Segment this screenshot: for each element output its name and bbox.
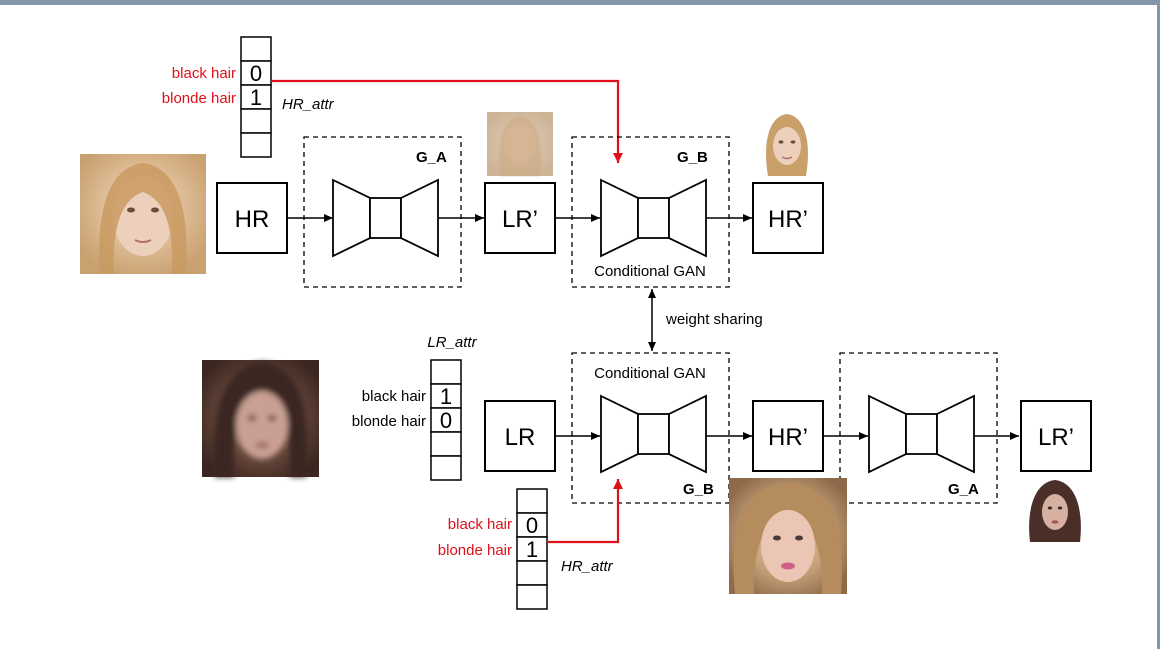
bottom-ga-generator-icon <box>868 394 975 474</box>
bottom-ga-label: G_A <box>948 481 979 498</box>
hr-attr-bottom-black-value: 0 <box>526 513 538 538</box>
right-frame-bar <box>1157 0 1160 649</box>
bottom-black-hair-label: black hair <box>362 388 426 405</box>
top-lr-prime-box <box>484 182 556 254</box>
top-hr-prime-box <box>752 182 824 254</box>
lr-attr-blonde-value: 0 <box>440 408 452 433</box>
top-gb-label: G_B <box>677 149 708 166</box>
bottom-lr-label: LR <box>505 424 536 451</box>
bottom-cgan-label: Conditional GAN <box>594 365 706 382</box>
lr-attr-black-value: 1 <box>440 384 452 409</box>
top-hr-attr-label: HR_attr <box>282 96 335 113</box>
weight-sharing-label: weight sharing <box>665 311 763 328</box>
top-cgan-label: Conditional GAN <box>594 263 706 280</box>
bottom-gb-generator-icon <box>600 394 707 474</box>
small-dark-hair-face-photo <box>1023 478 1087 542</box>
bottom-lr-box <box>484 400 556 472</box>
bottom-blonde-hair-label: blonde hair <box>352 413 426 430</box>
top-ga-generator-icon <box>332 178 439 258</box>
bottom-hr-prime-box <box>752 400 824 472</box>
small-blonde-face-photo <box>755 112 819 176</box>
hr-attr-vector-top: 0 1 <box>240 36 272 158</box>
bottom-gb-label: G_B <box>683 481 714 498</box>
hr-attr-top-black-value: 0 <box>250 61 262 86</box>
top-attr-arrow <box>271 79 623 163</box>
lr-attr-vector: 1 0 <box>430 359 462 481</box>
bottom-attr-arrow <box>547 479 623 544</box>
bottom-hr-prime-label: HR’ <box>768 424 808 451</box>
lr-attr-label: LR_attr <box>427 334 477 351</box>
curly-blonde-face-photo <box>729 478 847 594</box>
bottom-attr-black-hair-label: black hair <box>448 516 512 533</box>
top-hr-label: HR <box>235 206 270 233</box>
top-hr-prime-label: HR’ <box>768 206 808 233</box>
hr-attr-bottom-blonde-value: 1 <box>526 537 538 562</box>
hr-attr-top-blonde-value: 1 <box>250 85 262 110</box>
bottom-hr-attr-label: HR_attr <box>561 558 614 575</box>
hr-attr-vector-bottom: 0 1 <box>516 488 548 610</box>
top-lr-prime-label: LR’ <box>502 206 538 233</box>
blonde-face-photo <box>80 154 206 274</box>
top-blonde-hair-label: blonde hair <box>162 90 236 107</box>
top-black-hair-label: black hair <box>172 65 236 82</box>
top-gb-generator-icon <box>600 178 707 258</box>
bottom-lr-prime-box <box>1020 400 1092 472</box>
top-frame-bar <box>0 0 1160 5</box>
bottom-lr-prime-label: LR’ <box>1038 424 1074 451</box>
bottom-attr-blonde-hair-label: blonde hair <box>438 542 512 559</box>
top-ga-label: G_A <box>416 149 447 166</box>
blurred-dark-hair-face-photo <box>202 360 319 477</box>
blurred-blonde-face-photo <box>487 112 553 176</box>
